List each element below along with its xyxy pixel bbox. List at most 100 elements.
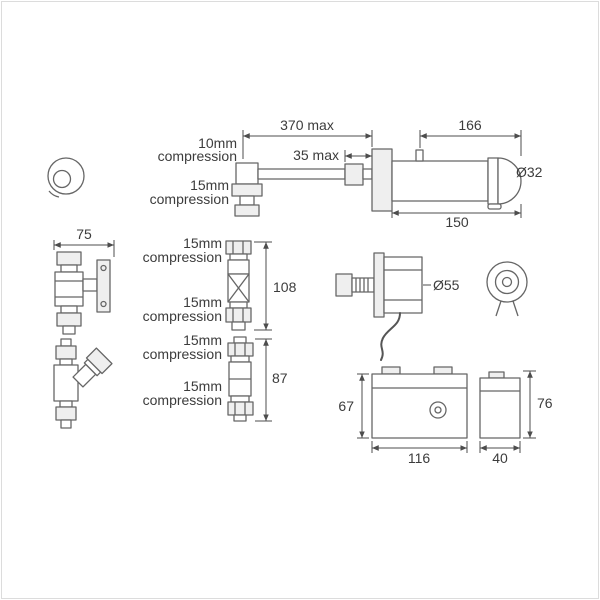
spout-outlet <box>487 203 502 210</box>
inlet-size-line1: 10mm <box>198 135 237 151</box>
connector-top-size-line1: 15mm <box>183 332 222 348</box>
dia-55-label: Ø55 <box>423 277 460 293</box>
solenoid-cable <box>380 312 401 361</box>
connector-bottom-stub <box>233 414 247 422</box>
angle-valve-top-stub <box>60 338 72 347</box>
dia-32-label: Ø32 <box>516 164 543 180</box>
solenoid-valve-drawing <box>335 252 423 361</box>
dim-label-40: 40 <box>492 450 508 466</box>
elbow-size-line1: 15mm <box>190 177 229 193</box>
valve-body <box>54 271 84 307</box>
wall-plate <box>371 148 393 212</box>
bracket-screw-bottom <box>100 300 107 308</box>
elbow-size-line2: compression <box>150 191 229 207</box>
solenoid-inlet-nut <box>335 273 353 297</box>
filter-top-nut <box>225 240 252 255</box>
dim-label-108: 108 <box>273 279 297 295</box>
valve-bottom-nut <box>56 312 82 327</box>
wall-fitting-nut <box>344 163 364 186</box>
inlet-pipe <box>257 168 346 180</box>
psu-box-drawing <box>479 371 521 439</box>
spout-fixing-stud <box>415 149 424 162</box>
dim-166: 166 <box>419 117 522 156</box>
inline-filter-drawing <box>225 240 252 331</box>
valve-top-ring <box>60 264 78 273</box>
cover-ring-notch <box>48 190 60 198</box>
filter-bottom-stub <box>231 321 246 331</box>
spout-body <box>391 160 489 202</box>
connector-bottom-size-line1: 15mm <box>183 378 222 394</box>
connector-bottom-size-line2: compression <box>143 392 222 408</box>
angle-valve-bottom-ring <box>59 400 73 408</box>
sensor-outer-ring <box>486 261 528 303</box>
dim-108: 108 <box>254 241 297 331</box>
spout-drawing <box>231 148 522 217</box>
sensor-drawing <box>486 261 528 317</box>
solenoid-inlet-pipe <box>351 277 375 293</box>
control-box-button <box>429 401 447 419</box>
dim-40: 40 <box>479 441 521 466</box>
spout-ring <box>487 157 499 205</box>
filter-bottom-size-line2: compression <box>143 308 222 324</box>
filter-top-size-line2: compression <box>143 249 222 265</box>
angle-valve-body <box>53 364 79 402</box>
solenoid-body <box>383 256 423 314</box>
bracket-arm <box>82 278 98 292</box>
dim-label-150: 150 <box>445 214 469 230</box>
cover-ring-drawing <box>47 157 85 198</box>
sensor-middle-ring <box>494 269 520 295</box>
straight-connector-drawing <box>227 336 254 422</box>
dim-116: 116 <box>371 441 468 466</box>
dim-label-370-max: 370 max <box>280 117 334 133</box>
control-box-drawing <box>371 366 468 439</box>
connector-top-ring <box>230 355 250 363</box>
bracket-plate <box>96 259 111 313</box>
elbow-compression-nut <box>231 183 263 197</box>
label-15mm-compression-connector-bottom: 15mm compression <box>143 378 222 408</box>
valve-bottom-ring <box>60 305 78 314</box>
solenoid-flange <box>373 252 385 318</box>
dim-label-166: 166 <box>458 117 482 133</box>
dim-370-max: 370 max <box>242 117 373 159</box>
control-box-tab-left <box>381 366 401 375</box>
psu-box-body <box>479 377 521 439</box>
label-10mm-compression: 10mm compression <box>158 135 237 164</box>
dim-76: 76 <box>523 370 553 439</box>
connector-top-stub <box>233 336 247 344</box>
filter-bottom-nut <box>225 307 252 323</box>
label-15mm-compression-connector-top: 15mm compression <box>143 332 222 362</box>
sensor-center <box>501 276 513 288</box>
bracket-screw-top <box>100 264 107 272</box>
elbow-lower-nut <box>234 204 260 217</box>
angle-valve-bottom-stub <box>60 419 72 429</box>
filter-top-ring <box>229 253 248 261</box>
dim-label-76: 76 <box>537 395 553 411</box>
spout-tip-dome <box>497 157 522 205</box>
valve-top-nut <box>56 251 82 266</box>
control-box-button-dot <box>434 406 442 414</box>
elbow-tail-tube <box>239 195 255 206</box>
connector-top-nut <box>227 342 254 357</box>
psu-box-tab <box>488 371 505 379</box>
cover-ring-outer <box>47 157 85 195</box>
dim-label-116: 116 <box>408 450 431 466</box>
dim-150: 150 <box>391 204 522 230</box>
filter-bottom-ring <box>229 301 248 309</box>
angle-valve-top-nut <box>55 345 77 360</box>
dim-75: 75 <box>53 226 115 257</box>
dim-label-87: 87 <box>272 370 288 386</box>
inlet-pipe-stub <box>362 168 373 180</box>
sensor-leg-left <box>495 300 502 317</box>
angle-valve-top-ring <box>59 358 73 366</box>
angle-valve-drawing <box>53 338 113 429</box>
valve-bottom-stub <box>62 325 76 335</box>
sensor-leg-right <box>512 300 519 317</box>
dia-55-text: Ø55 <box>433 277 460 293</box>
isolating-valve-drawing <box>54 251 111 335</box>
dim-87: 87 <box>255 338 288 422</box>
inlet-size-line2: compression <box>158 148 237 164</box>
dim-label-67: 67 <box>338 398 354 414</box>
dim-label-75: 75 <box>76 226 92 242</box>
